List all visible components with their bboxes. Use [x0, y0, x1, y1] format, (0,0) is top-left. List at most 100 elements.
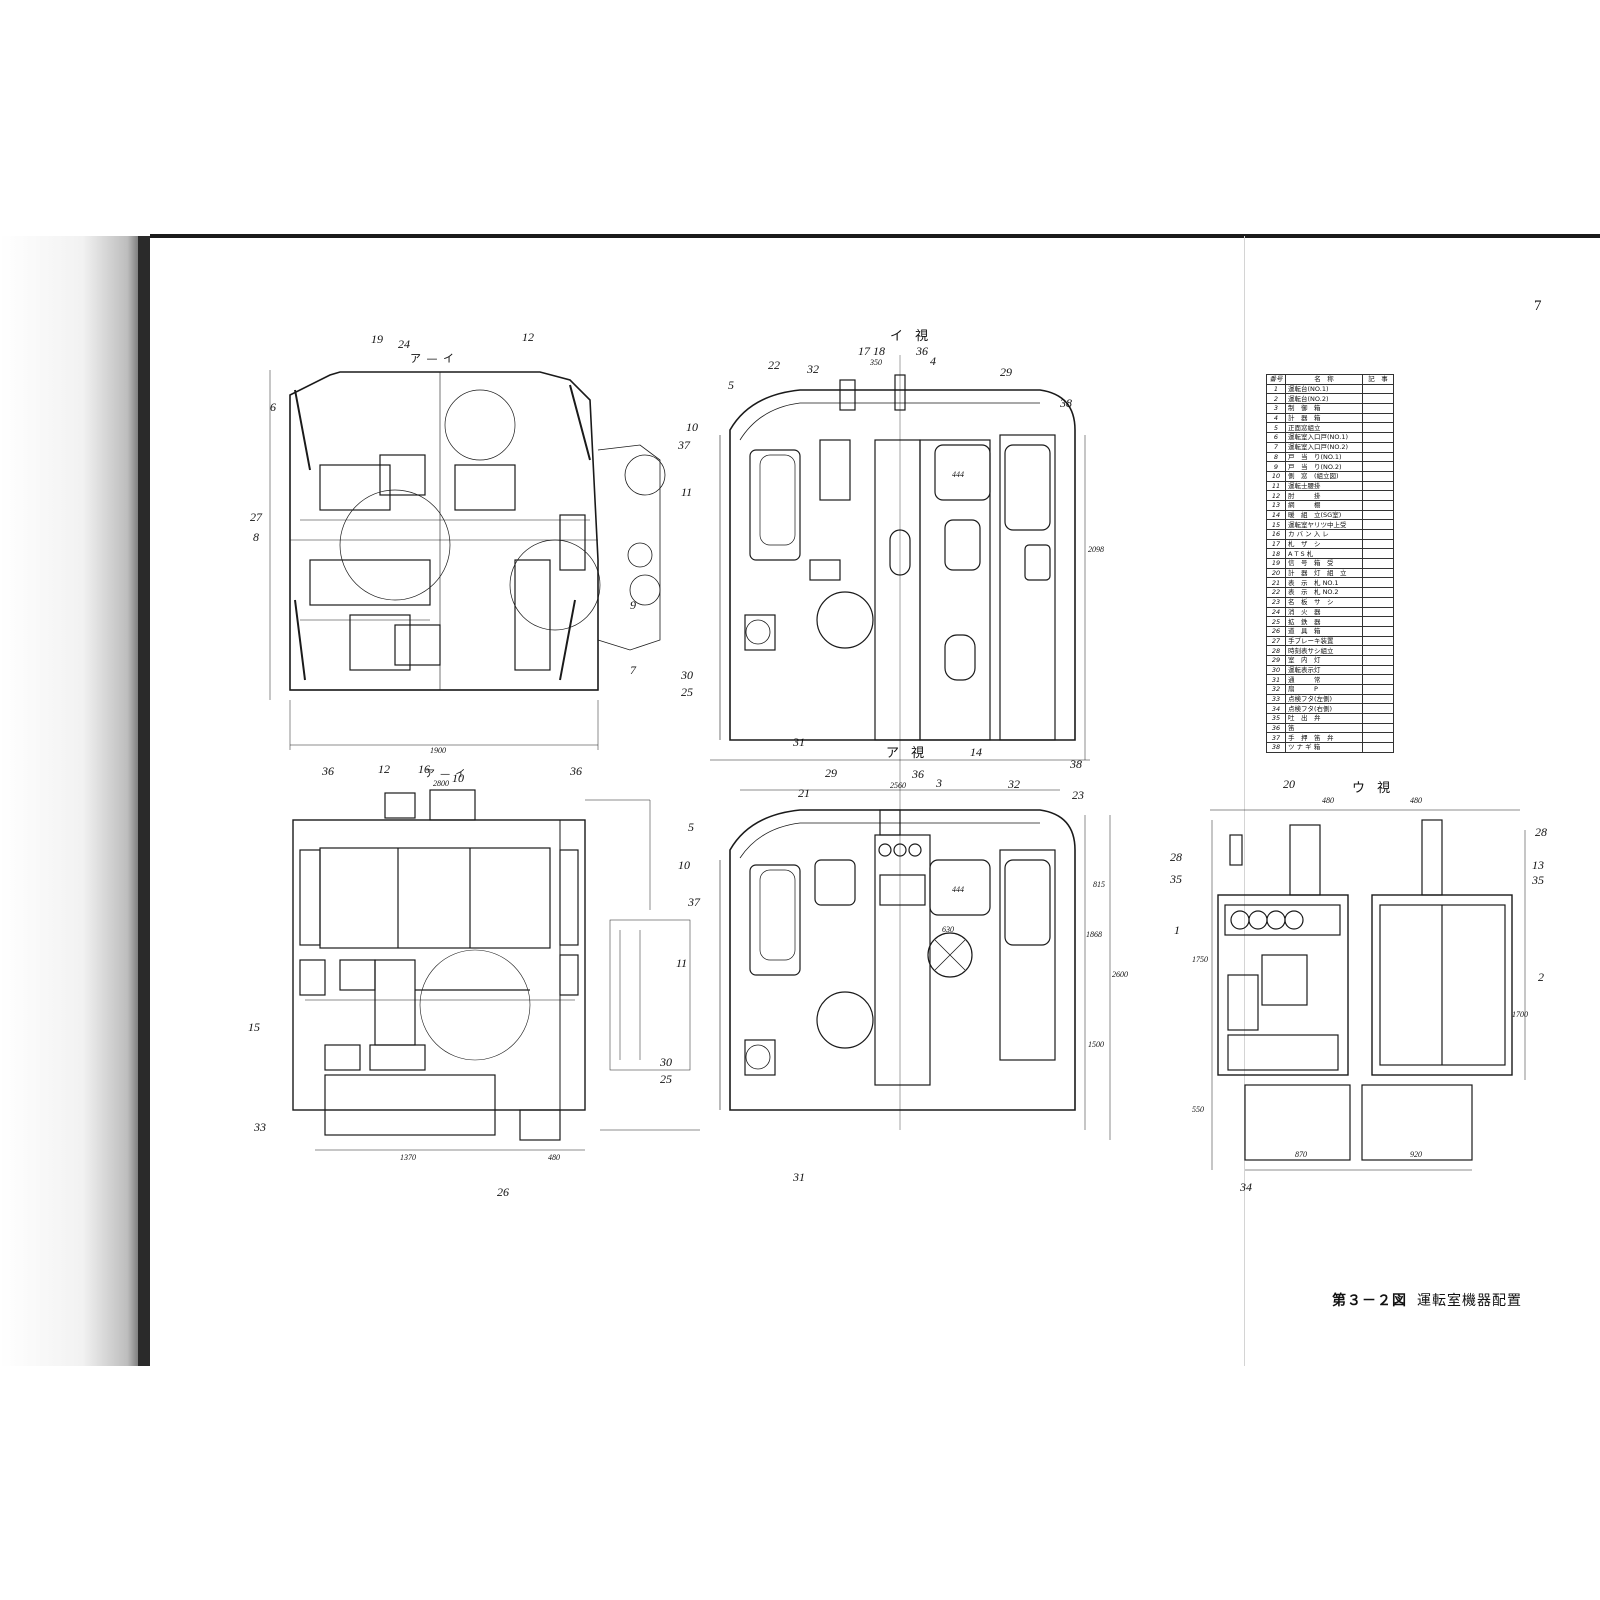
legend-name: 網 棚 — [1285, 499, 1363, 511]
dimension: 1900 — [430, 746, 446, 755]
legend-name: 通 常 — [1285, 674, 1363, 685]
legend-name: 肘 掛 — [1285, 490, 1363, 501]
callout: 35 — [1170, 872, 1182, 886]
callout: 38 — [1060, 396, 1072, 410]
callout: 27 — [250, 510, 262, 524]
legend-no: 27 — [1266, 635, 1286, 647]
callout: 8 — [253, 530, 259, 544]
callout: 22 — [768, 358, 780, 372]
legend-note — [1362, 519, 1394, 530]
legend-note — [1362, 548, 1394, 560]
legend-no: 32 — [1266, 684, 1286, 695]
callout: 21 — [798, 786, 810, 800]
legend-name: 表 示 札 NO.2 — [1285, 587, 1363, 598]
callout: 10 — [686, 420, 698, 434]
dimension: 2600 — [1112, 970, 1128, 979]
callout: 24 — [398, 337, 410, 351]
callout: 35 — [1532, 873, 1544, 887]
scan-top-margin — [0, 0, 1600, 236]
view-label-u: ウ 視 — [1352, 781, 1395, 796]
callout: 5 — [688, 820, 694, 834]
legend-name: 運転台(NO.1) — [1285, 383, 1363, 395]
legend-name: 運転台(NO.2) — [1285, 393, 1363, 405]
legend-no: 33 — [1266, 693, 1286, 705]
callout: 31 — [793, 735, 805, 749]
legend-name: 札 ザ シ — [1285, 538, 1363, 550]
legend-no: 2 — [1266, 393, 1286, 405]
legend-note — [1362, 742, 1394, 753]
legend-note — [1362, 722, 1394, 734]
dimension: 444 — [952, 470, 964, 479]
plan-view — [269, 370, 666, 750]
legend-no: 8 — [1266, 451, 1286, 463]
legend-no: 26 — [1266, 625, 1286, 637]
callout: 36 — [912, 767, 924, 781]
callout: 36 — [322, 764, 334, 778]
legend-no: 14 — [1266, 509, 1286, 521]
callout: 15 — [248, 1020, 260, 1034]
legend-note — [1362, 499, 1394, 511]
legend-no: 11 — [1266, 480, 1286, 492]
callout: 6 — [270, 400, 276, 414]
legend-name: 時刻表サシ組立 — [1285, 645, 1363, 656]
legend-name: 戸 当 り(NO.2) — [1285, 461, 1363, 472]
legend-note — [1362, 635, 1394, 647]
dimension: 2560 — [890, 781, 906, 790]
dimension: 550 — [1192, 1105, 1204, 1114]
callout: 28 — [1535, 825, 1547, 839]
dimension: 480 — [1410, 796, 1422, 805]
page-top-edge — [150, 234, 1600, 238]
legend-no: 36 — [1266, 722, 1286, 734]
legend-note — [1362, 529, 1394, 540]
callout: 19 — [371, 332, 383, 346]
legend-note — [1362, 441, 1394, 453]
legend-header-row: 番号 名 称 記 事 — [1266, 374, 1394, 385]
callout: 31 — [793, 1170, 805, 1184]
legend-name: 運転室入口戸(NO.1) — [1285, 432, 1363, 443]
section-mark-top: ア — イ — [410, 352, 455, 365]
legend-note — [1362, 645, 1394, 656]
legend-note — [1362, 480, 1394, 492]
legend-note — [1362, 403, 1394, 414]
figure-title: 運転室機器配置 — [1417, 1293, 1522, 1309]
callout: 10 — [452, 771, 464, 785]
legend-no: 17 — [1266, 538, 1286, 550]
legend-note — [1362, 625, 1394, 637]
figure-caption: 第３－２図運転室機器配置 — [1332, 1290, 1522, 1310]
callout: 1 — [1174, 923, 1180, 937]
legend-no: 29 — [1266, 654, 1286, 666]
legend-note — [1362, 664, 1394, 676]
callout: 36 — [570, 764, 582, 778]
legend-name: 点検フタ(右側) — [1285, 703, 1363, 715]
legend-note — [1362, 587, 1394, 598]
legend-name: 計 器 灯 組 立 — [1285, 567, 1363, 579]
legend-name: 室 内 灯 — [1285, 654, 1363, 666]
legend-no: 4 — [1266, 412, 1286, 424]
dimension: 350 — [870, 358, 882, 367]
legend-no: 10 — [1266, 470, 1286, 482]
legend-name: 運転表示灯 — [1285, 664, 1363, 676]
legend-name: 手 押 笛 弁 — [1285, 732, 1363, 744]
callout: 17 — [858, 344, 870, 358]
legend-note — [1362, 567, 1394, 579]
legend-note — [1362, 703, 1394, 715]
legend-note — [1362, 451, 1394, 463]
legend-no: 1 — [1266, 383, 1286, 395]
callout: 3 — [936, 776, 942, 790]
page-number: 7 — [1534, 298, 1542, 314]
